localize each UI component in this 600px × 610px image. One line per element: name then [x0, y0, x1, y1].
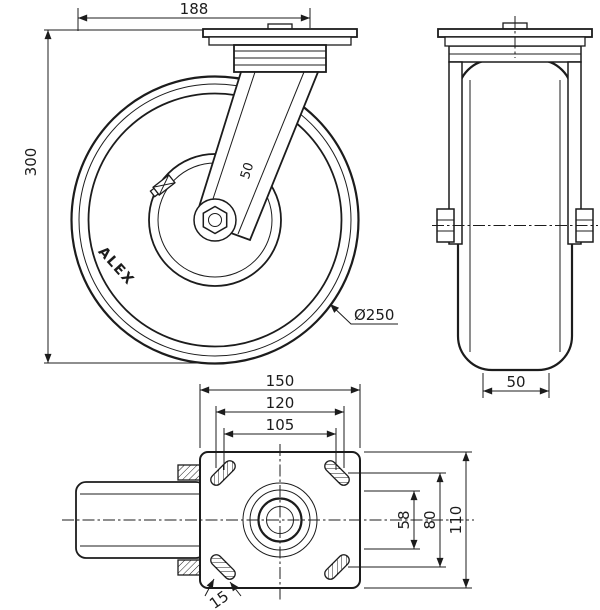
bolt-slot-bottom-left — [210, 554, 236, 580]
fork-leg-front — [193, 71, 320, 242]
dim-top-width: 188 — [77, 0, 311, 31]
dim-wheel-diameter-label: Ø250 — [354, 306, 394, 324]
dim-plate-width: 150 — [199, 372, 361, 448]
dim-slot-width: 15 — [204, 578, 242, 610]
dim-overall-height-label: 300 — [22, 148, 40, 177]
dim-hole-spacing-w-inner: 105 — [223, 416, 337, 470]
dim-wheel-diameter: Ø250 — [329, 303, 398, 325]
top-plate-front — [202, 23, 358, 73]
dim-hole-spacing-h-outer-label: 80 — [421, 510, 439, 529]
dim-hole-spacing-w-outer-label: 120 — [266, 394, 295, 412]
dim-plate-depth-label: 110 — [447, 506, 465, 535]
wheel-brand-label: ALEX — [95, 244, 138, 289]
dim-overall-height: 300 — [22, 29, 222, 364]
dim-plate-depth: 110 — [364, 451, 472, 589]
front-view: 50 ALEX 188 300 Ø250 — [22, 0, 398, 365]
dim-hole-spacing-h-inner-label: 58 — [395, 510, 413, 529]
dim-hole-spacing-h-inner: 58 — [364, 490, 420, 550]
dim-top-width-label: 188 — [180, 0, 209, 18]
fork-marking-label: 50 — [238, 161, 257, 181]
wheel-side — [456, 58, 574, 372]
bolt-slot-top-left — [210, 460, 236, 486]
dim-wheel-width-label: 50 — [506, 373, 525, 391]
dim-hole-spacing-h-outer: 80 — [348, 472, 446, 568]
dim-hole-spacing-w-inner-label: 105 — [266, 416, 295, 434]
bolt-slot-top-right — [324, 460, 350, 486]
grease-fitting-icon — [149, 173, 176, 198]
dim-hole-spacing-w-outer: 120 — [215, 394, 345, 468]
bolt-slot-bottom-right — [324, 554, 350, 580]
dim-plate-width-label: 150 — [266, 372, 295, 390]
side-view: 50 — [432, 16, 598, 398]
dim-slot-width-label: 15 — [206, 587, 232, 610]
dim-wheel-width: 50 — [482, 373, 550, 398]
plan-view: 150 120 105 110 80 — [62, 372, 474, 610]
axle-nut-front — [193, 198, 237, 242]
